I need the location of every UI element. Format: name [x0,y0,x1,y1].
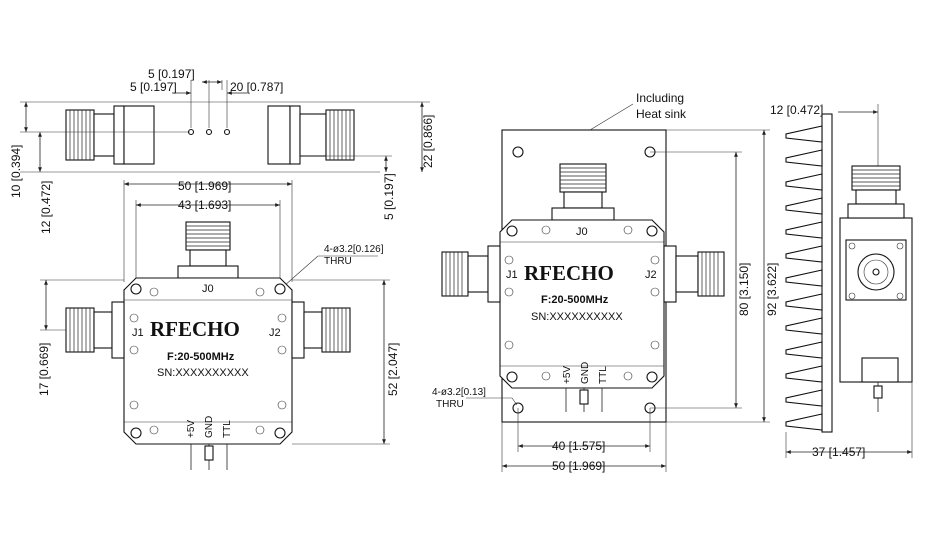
top-view: 50 [1.969] 43 [1.693] 4-ø3.2[0.126] THRU [37,179,400,470]
hs-hole-note-1: 4-ø3.2[0.13] [432,387,486,398]
top-hole-tl [130,283,142,295]
top-connector-j2 [291,301,351,359]
side-dim-20: 20 [0.787] [230,80,283,94]
hs-pin-ttl: TTL [598,366,609,384]
heatsink-view: Including Heat sink [432,91,779,473]
end-dim-12: 12 [0.472] [770,103,823,117]
top-pin-5v: +5V [186,420,197,438]
hs-connector-j1 [441,245,501,303]
side-right-connector [267,105,355,165]
top-label-j2: J2 [269,327,281,339]
hs-model: F:20-500MHz [541,294,609,306]
top-dim-52: 52 [2.047] [386,343,400,396]
side-pin-3 [223,128,231,136]
top-connector-j1 [65,301,125,359]
hs-dim-50: 50 [1.969] [552,459,605,473]
end-view: 12 [0.472] 37 [1.457] [770,103,913,459]
end-dim-37: 37 [1.457] [812,445,865,459]
top-serial: SN:XXXXXXXXXX [157,367,249,379]
top-dim-17: 17 [0.669] [37,343,51,396]
side-dim-5b: 5 [0.197] [130,80,177,94]
side-view: 5 [0.197] 5 [0.197] 20 [0.787] 22 [0.866… [9,67,435,234]
hs-connector-j0 [551,163,615,221]
side-dim-5a: 5 [0.197] [148,67,195,81]
top-hole-br [274,427,286,439]
top-dim-43: 43 [1.693] [178,198,231,212]
hs-dim-80: 80 [3.150] [737,263,751,316]
hs-brand-logo: RFECHO [524,261,614,285]
top-hole-tr [274,283,286,295]
top-label-j0: J0 [202,283,214,295]
side-dim-5c: 5 [0.197] [382,173,396,220]
hs-connector-j2 [663,245,725,303]
side-dim-10: 10 [0.394] [9,145,23,198]
hs-pin-5v: +5V [562,366,573,384]
side-dim-22: 22 [0.866] [421,115,435,168]
heatsink-fins [785,113,833,433]
top-dim-50: 50 [1.969] [178,179,231,193]
hs-dim-40: 40 [1.575] [552,439,605,453]
top-brand-logo: RFECHO [150,317,240,341]
top-model: F:20-500MHz [167,351,235,363]
hs-note-1: Including [636,91,684,105]
hs-dim-92: 92 [3.622] [765,263,779,316]
top-label-j1: J1 [132,327,144,339]
hs-label-j0: J0 [576,226,588,238]
top-hole-note-1: 4-ø3.2[0.126] [324,244,384,255]
hs-hole-note-2: THRU [436,399,464,410]
side-left-connector [65,105,155,165]
top-pin-ttl: TTL [222,420,233,438]
side-pin-2 [205,128,213,136]
top-hole-note-2: THRU [324,256,352,267]
top-connector-j0 [177,221,239,279]
end-connector-top [847,165,905,219]
hs-pin-gnd: GND [580,362,591,384]
side-dim-12: 12 [0.472] [39,181,53,234]
hs-serial: SN:XXXXXXXXXX [531,311,623,323]
hs-label-j2: J2 [645,269,657,281]
hs-note-2: Heat sink [636,107,687,121]
top-pin-gnd: GND [204,416,215,438]
hs-label-j1: J1 [506,269,518,281]
top-hole-bl [130,427,142,439]
